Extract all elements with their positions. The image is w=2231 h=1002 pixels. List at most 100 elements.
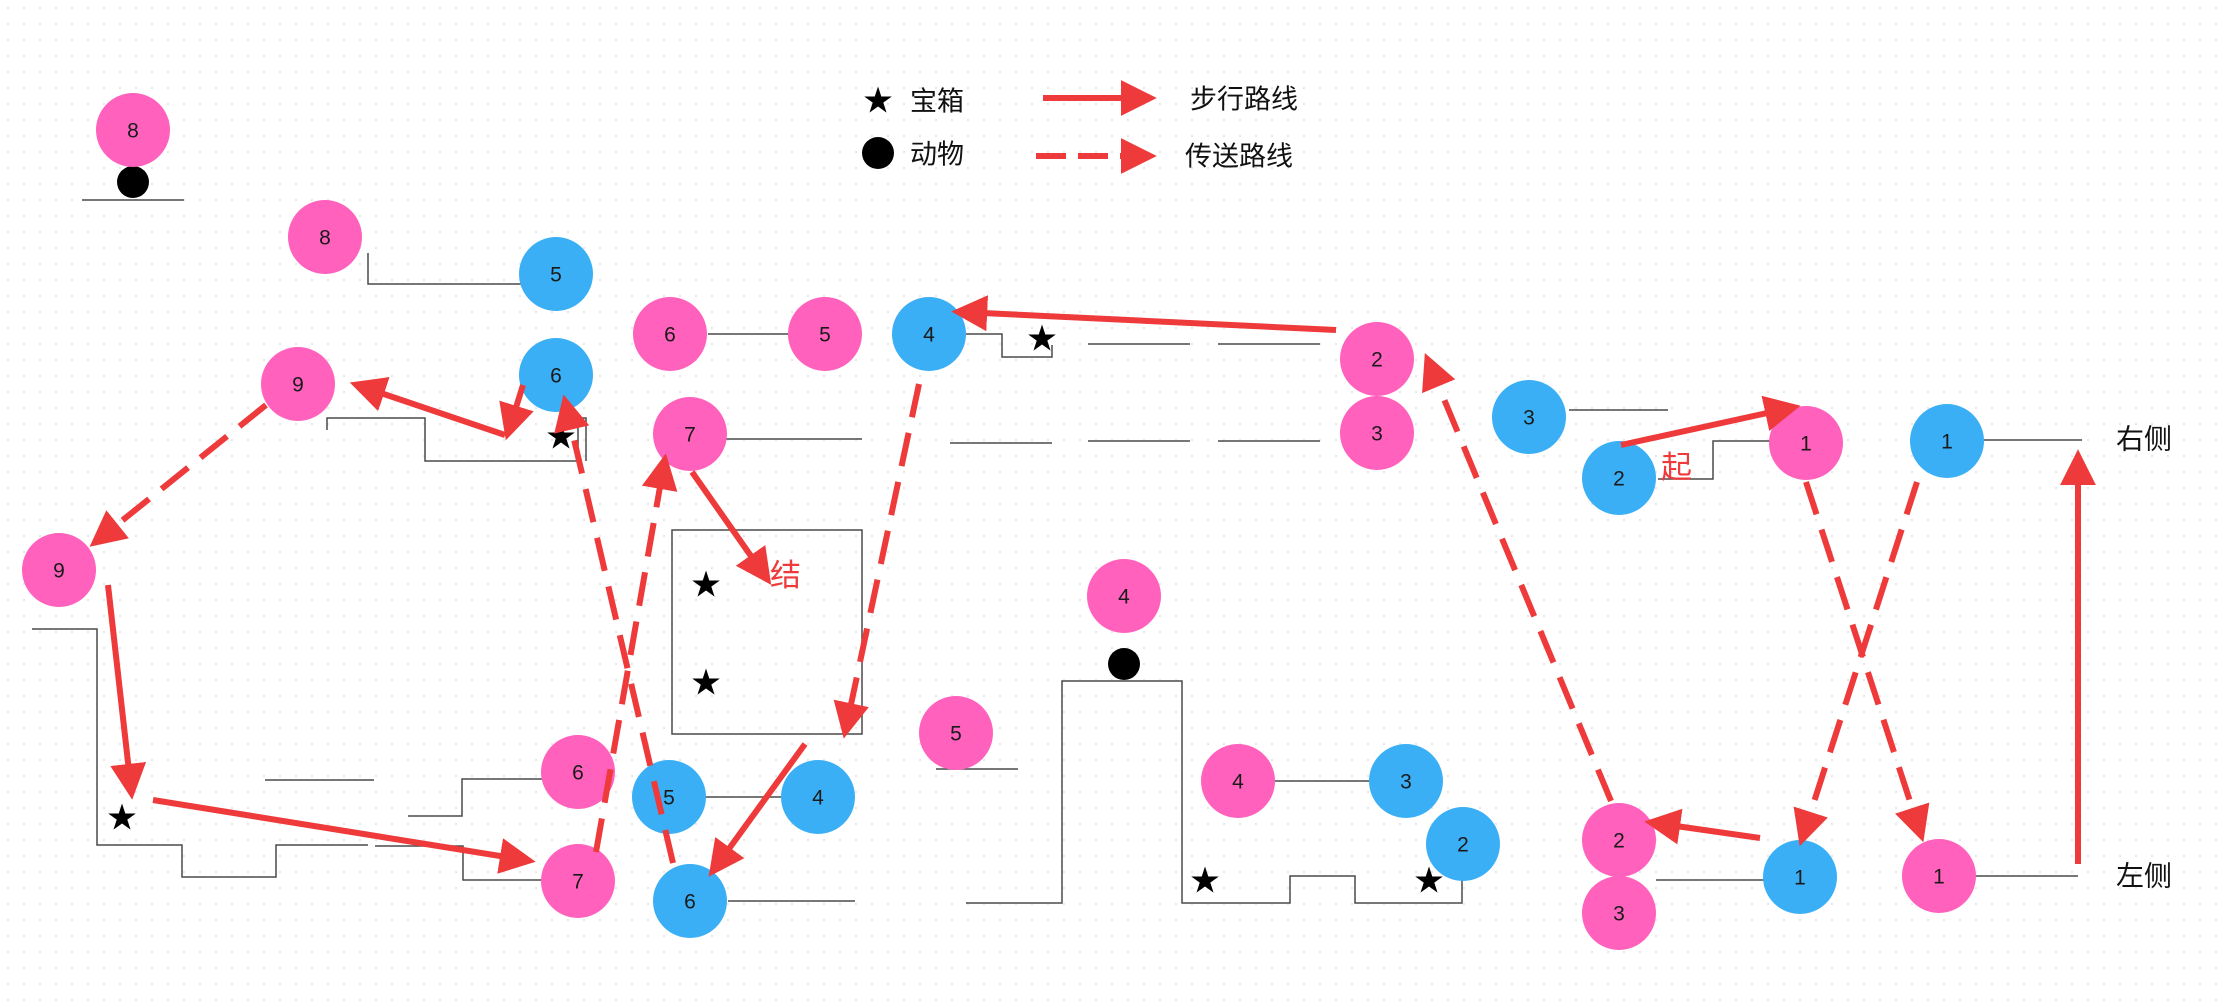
node-label: 1 bbox=[1800, 433, 1812, 456]
node-circle bbox=[288, 200, 362, 274]
node-pink6-lower: 6 bbox=[541, 735, 615, 809]
node-circle bbox=[781, 760, 855, 834]
node-circle bbox=[519, 338, 593, 412]
animal-tower bbox=[1108, 648, 1140, 680]
node-blue1-upper: 1 bbox=[1910, 404, 1984, 478]
node-blue2-start: 2 bbox=[1582, 441, 1656, 515]
node-circle bbox=[892, 297, 966, 371]
node-label: 9 bbox=[53, 560, 65, 583]
node-label: 6 bbox=[572, 762, 584, 785]
node-label: 8 bbox=[127, 120, 139, 143]
node-blue5-left: 5 bbox=[519, 237, 593, 311]
route-teleport-pink9-to-pink9-lower bbox=[89, 402, 268, 547]
route-walk-box-to-blue6-lower bbox=[708, 742, 808, 877]
node-label: 6 bbox=[550, 365, 562, 388]
animals bbox=[117, 166, 1140, 680]
routes bbox=[89, 295, 2096, 877]
node-circle bbox=[1340, 396, 1414, 470]
node-circle bbox=[519, 237, 593, 311]
node-blue1-lower: 1 bbox=[1763, 840, 1837, 914]
node-circle bbox=[788, 297, 862, 371]
node-label: 2 bbox=[1613, 468, 1625, 491]
node-circle bbox=[632, 760, 706, 834]
route-walk-blue6-to-chest bbox=[499, 384, 534, 441]
node-label: 4 bbox=[812, 787, 824, 810]
chest-tower-left: ★ bbox=[1189, 861, 1221, 902]
node-label: 5 bbox=[550, 264, 562, 287]
animal-top-left bbox=[117, 166, 149, 198]
node-blue3-upper: 3 bbox=[1492, 380, 1566, 454]
node-circle bbox=[261, 347, 335, 421]
platform-lower-step bbox=[408, 778, 545, 817]
node-blue6-lower: 6 bbox=[653, 864, 727, 938]
node-pink7-lower: 7 bbox=[541, 844, 615, 918]
node-circle bbox=[1910, 404, 1984, 478]
node-pink1-lower: 1 bbox=[1902, 839, 1976, 913]
node-label: 3 bbox=[1400, 771, 1412, 794]
route-walk-chest-to-pink9 bbox=[349, 377, 506, 438]
node-pink9-upper: 9 bbox=[261, 347, 335, 421]
route-teleport-pink2-lower-to-pink2-upper bbox=[1422, 353, 1614, 803]
route-teleport-pink7-lower-to-pink7-upper bbox=[593, 453, 678, 853]
node-blue4-upper: 4 bbox=[892, 297, 966, 371]
legend-animal-icon bbox=[862, 137, 894, 169]
node-label: 2 bbox=[1371, 349, 1383, 372]
node-label: 4 bbox=[1118, 586, 1130, 609]
node-label: 4 bbox=[1232, 771, 1244, 794]
legend-animal-label: 动物 bbox=[910, 140, 964, 171]
node-pink4-lower: 4 bbox=[1201, 744, 1275, 818]
node-pink5-lower: 5 bbox=[919, 696, 993, 770]
node-blue3-lower: 3 bbox=[1369, 744, 1443, 818]
node-circle bbox=[919, 696, 993, 770]
legend-teleport-label: 传送路线 bbox=[1185, 142, 1293, 173]
platform-left-wall bbox=[32, 628, 368, 878]
node-label: 1 bbox=[1933, 866, 1945, 889]
node-circle bbox=[1492, 380, 1566, 454]
node-circle bbox=[541, 844, 615, 918]
platform-central-tower bbox=[966, 680, 1463, 904]
route-walk-blue1-to-pink2-lower bbox=[1644, 808, 1761, 845]
platform-blue4-upper bbox=[966, 333, 1053, 358]
node-label: 9 bbox=[292, 374, 304, 397]
right-side-label: 右侧 bbox=[2116, 423, 2172, 456]
node-circle bbox=[1582, 441, 1656, 515]
node-label: 5 bbox=[663, 787, 675, 810]
node-circle bbox=[96, 93, 170, 167]
node-circle bbox=[1201, 744, 1275, 818]
node-circle bbox=[541, 735, 615, 809]
node-label: 1 bbox=[1941, 431, 1953, 454]
node-pink8-top: 8 bbox=[96, 93, 170, 167]
node-pink2-upper: 2 bbox=[1340, 322, 1414, 396]
node-circle bbox=[1340, 322, 1414, 396]
route-walk-pink2-to-blue4 bbox=[951, 295, 1337, 333]
node-label: 3 bbox=[1371, 423, 1383, 446]
platform-pink8-blue5 bbox=[367, 253, 522, 285]
legend-chest-label: 宝箱 bbox=[910, 87, 964, 118]
node-label: 3 bbox=[1523, 407, 1535, 430]
route-teleport-blue1-to-blue1-lower bbox=[1793, 481, 1920, 847]
start-marker: 起 bbox=[1661, 450, 1692, 486]
route-teleport-blue6-lower-to-blue6-upper bbox=[554, 394, 676, 864]
node-label: 1 bbox=[1794, 867, 1806, 890]
node-label: 6 bbox=[684, 891, 696, 914]
platforms bbox=[32, 199, 2082, 904]
node-label: 3 bbox=[1613, 903, 1625, 926]
node-circle bbox=[22, 533, 96, 607]
chests: ★ ★ ★ ★ ★ ★ ★ bbox=[106, 319, 1445, 902]
node-label: 7 bbox=[684, 424, 696, 447]
platform-pink7-lower bbox=[375, 845, 545, 881]
node-circle bbox=[1902, 839, 1976, 913]
node-circle bbox=[633, 297, 707, 371]
node-circle bbox=[1763, 840, 1837, 914]
chest-box-upper: ★ bbox=[690, 565, 722, 606]
node-blue2-lower: 2 bbox=[1426, 807, 1500, 881]
route-walk-start-to-pink1 bbox=[1620, 395, 1801, 448]
node-label: 5 bbox=[819, 324, 831, 347]
node-circle bbox=[653, 397, 727, 471]
node-circle bbox=[1426, 807, 1500, 881]
left-side-label: 左侧 bbox=[2116, 860, 2172, 893]
node-blue5-lower: 5 bbox=[632, 760, 706, 834]
end-marker: 结 bbox=[770, 558, 801, 594]
